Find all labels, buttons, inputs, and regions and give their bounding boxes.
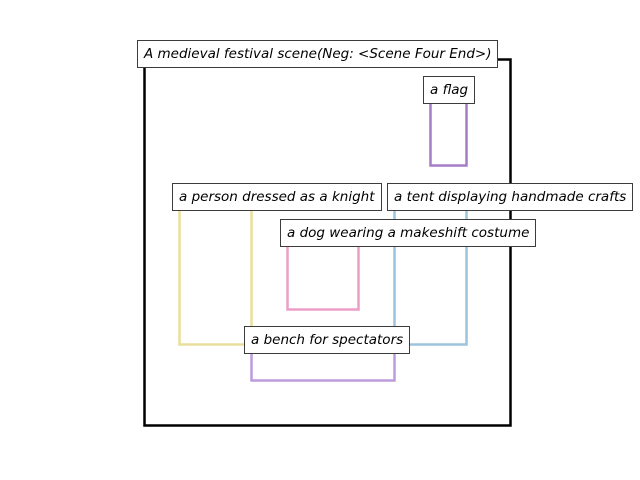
flag-label: a flag — [423, 76, 476, 104]
knight-label: a person dressed as a knight — [172, 183, 382, 211]
dog-label: a dog wearing a makeshift costume — [280, 219, 537, 247]
scene-caption: A medieval festival scene(Neg: <Scene Fo… — [137, 40, 499, 68]
flag-box — [429, 93, 468, 167]
bench-label: a bench for spectators — [244, 326, 411, 354]
dog-box — [286, 236, 360, 311]
tent-label: a tent displaying handmade crafts — [387, 183, 634, 211]
knight-box — [178, 199, 253, 346]
